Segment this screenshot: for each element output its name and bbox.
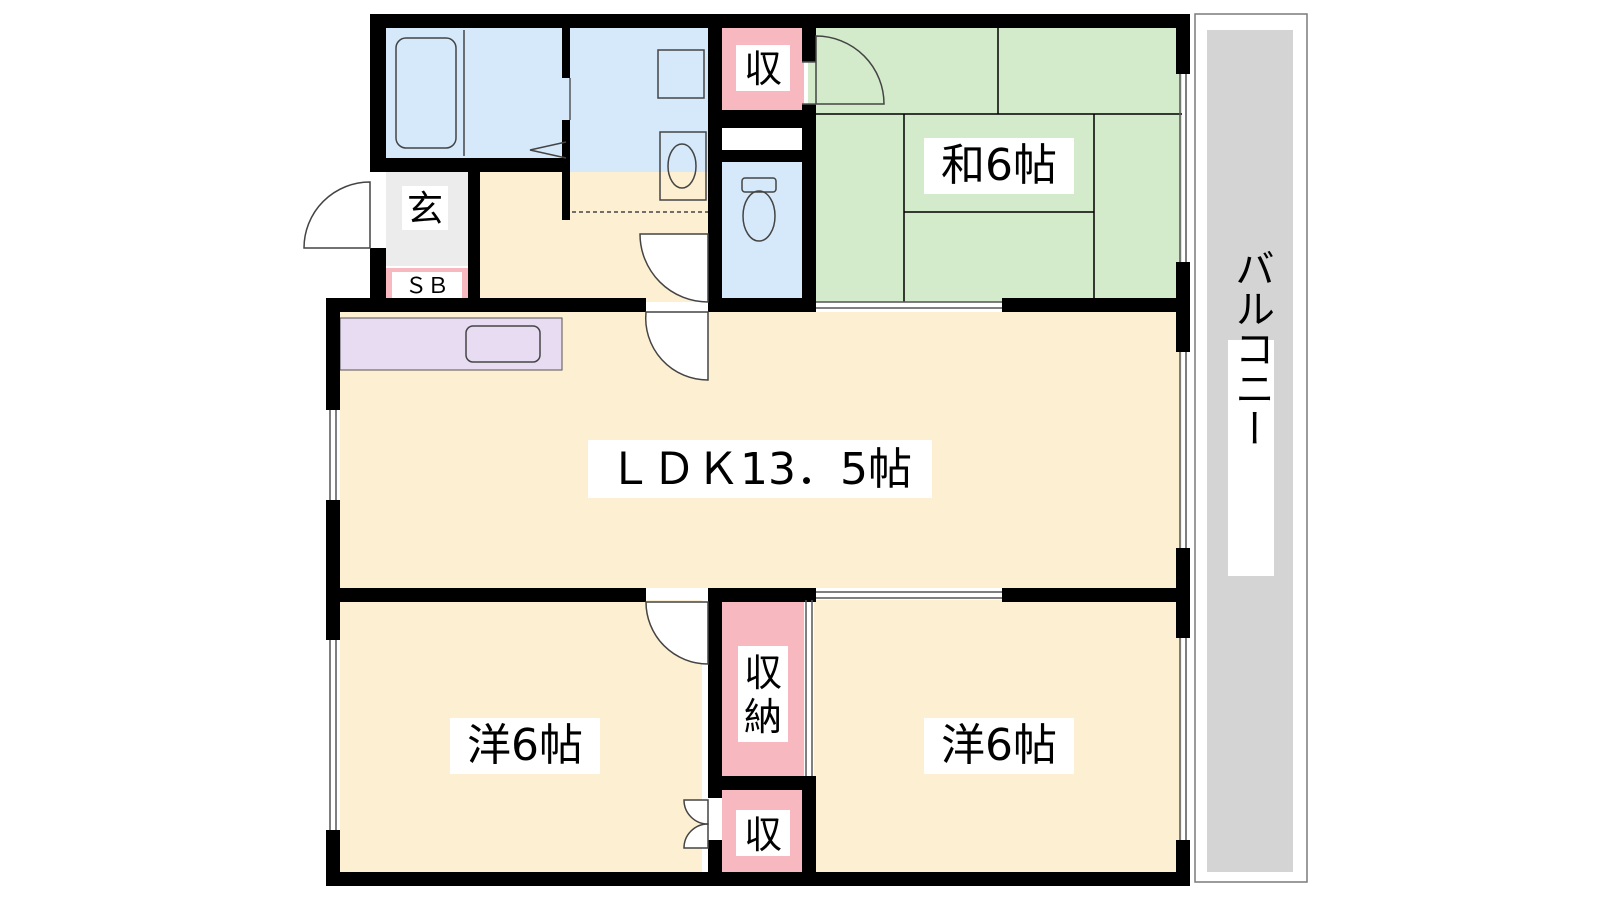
shoe-box-label: ＳＢ (405, 274, 449, 299)
storage-bottom-label: 収 (744, 813, 782, 857)
storage-top-label: 収 (744, 47, 782, 91)
yoshitsu-right-label-bg (924, 718, 1074, 774)
bath-area (383, 28, 568, 158)
entrance-label-bg (402, 186, 448, 230)
ldk-label: ＬＤＫ13．5帖 (608, 444, 912, 495)
storage-top-label-bg (736, 45, 790, 91)
tatami-lines (808, 28, 1182, 302)
toilet-bowl-icon (742, 190, 776, 242)
windows (329, 61, 1187, 840)
toilet-area (716, 158, 802, 302)
entrance-label: 玄 (407, 189, 443, 230)
basin-icon (667, 143, 697, 189)
shoe-box-label-bg (392, 272, 462, 298)
toilet-tank-icon (741, 177, 777, 193)
vanity-icon (659, 131, 707, 201)
storage-bottom-label-bg (736, 810, 790, 856)
yoshitsu-left-label: 洋6帖 (467, 720, 583, 771)
washitsu-label: 和6帖 (941, 140, 1057, 191)
storage-closet-label: 収納 (744, 651, 782, 739)
washitsu-label-bg (924, 138, 1074, 194)
bathtub-icon (395, 37, 457, 149)
sink-icon (465, 325, 541, 363)
ldk-label-bg (588, 440, 932, 498)
walls (326, 14, 1190, 886)
yoshitsu-right-label: 洋6帖 (941, 720, 1057, 771)
washing-machine-icon (657, 49, 705, 99)
doors (303, 35, 885, 849)
storage-closet-label-bg (738, 646, 788, 742)
folding-door (529, 141, 708, 213)
balcony-label-bg (1228, 340, 1274, 576)
yoshitsu-left-label-bg (450, 718, 600, 774)
balcony-label: バルコニー (1228, 248, 1274, 448)
